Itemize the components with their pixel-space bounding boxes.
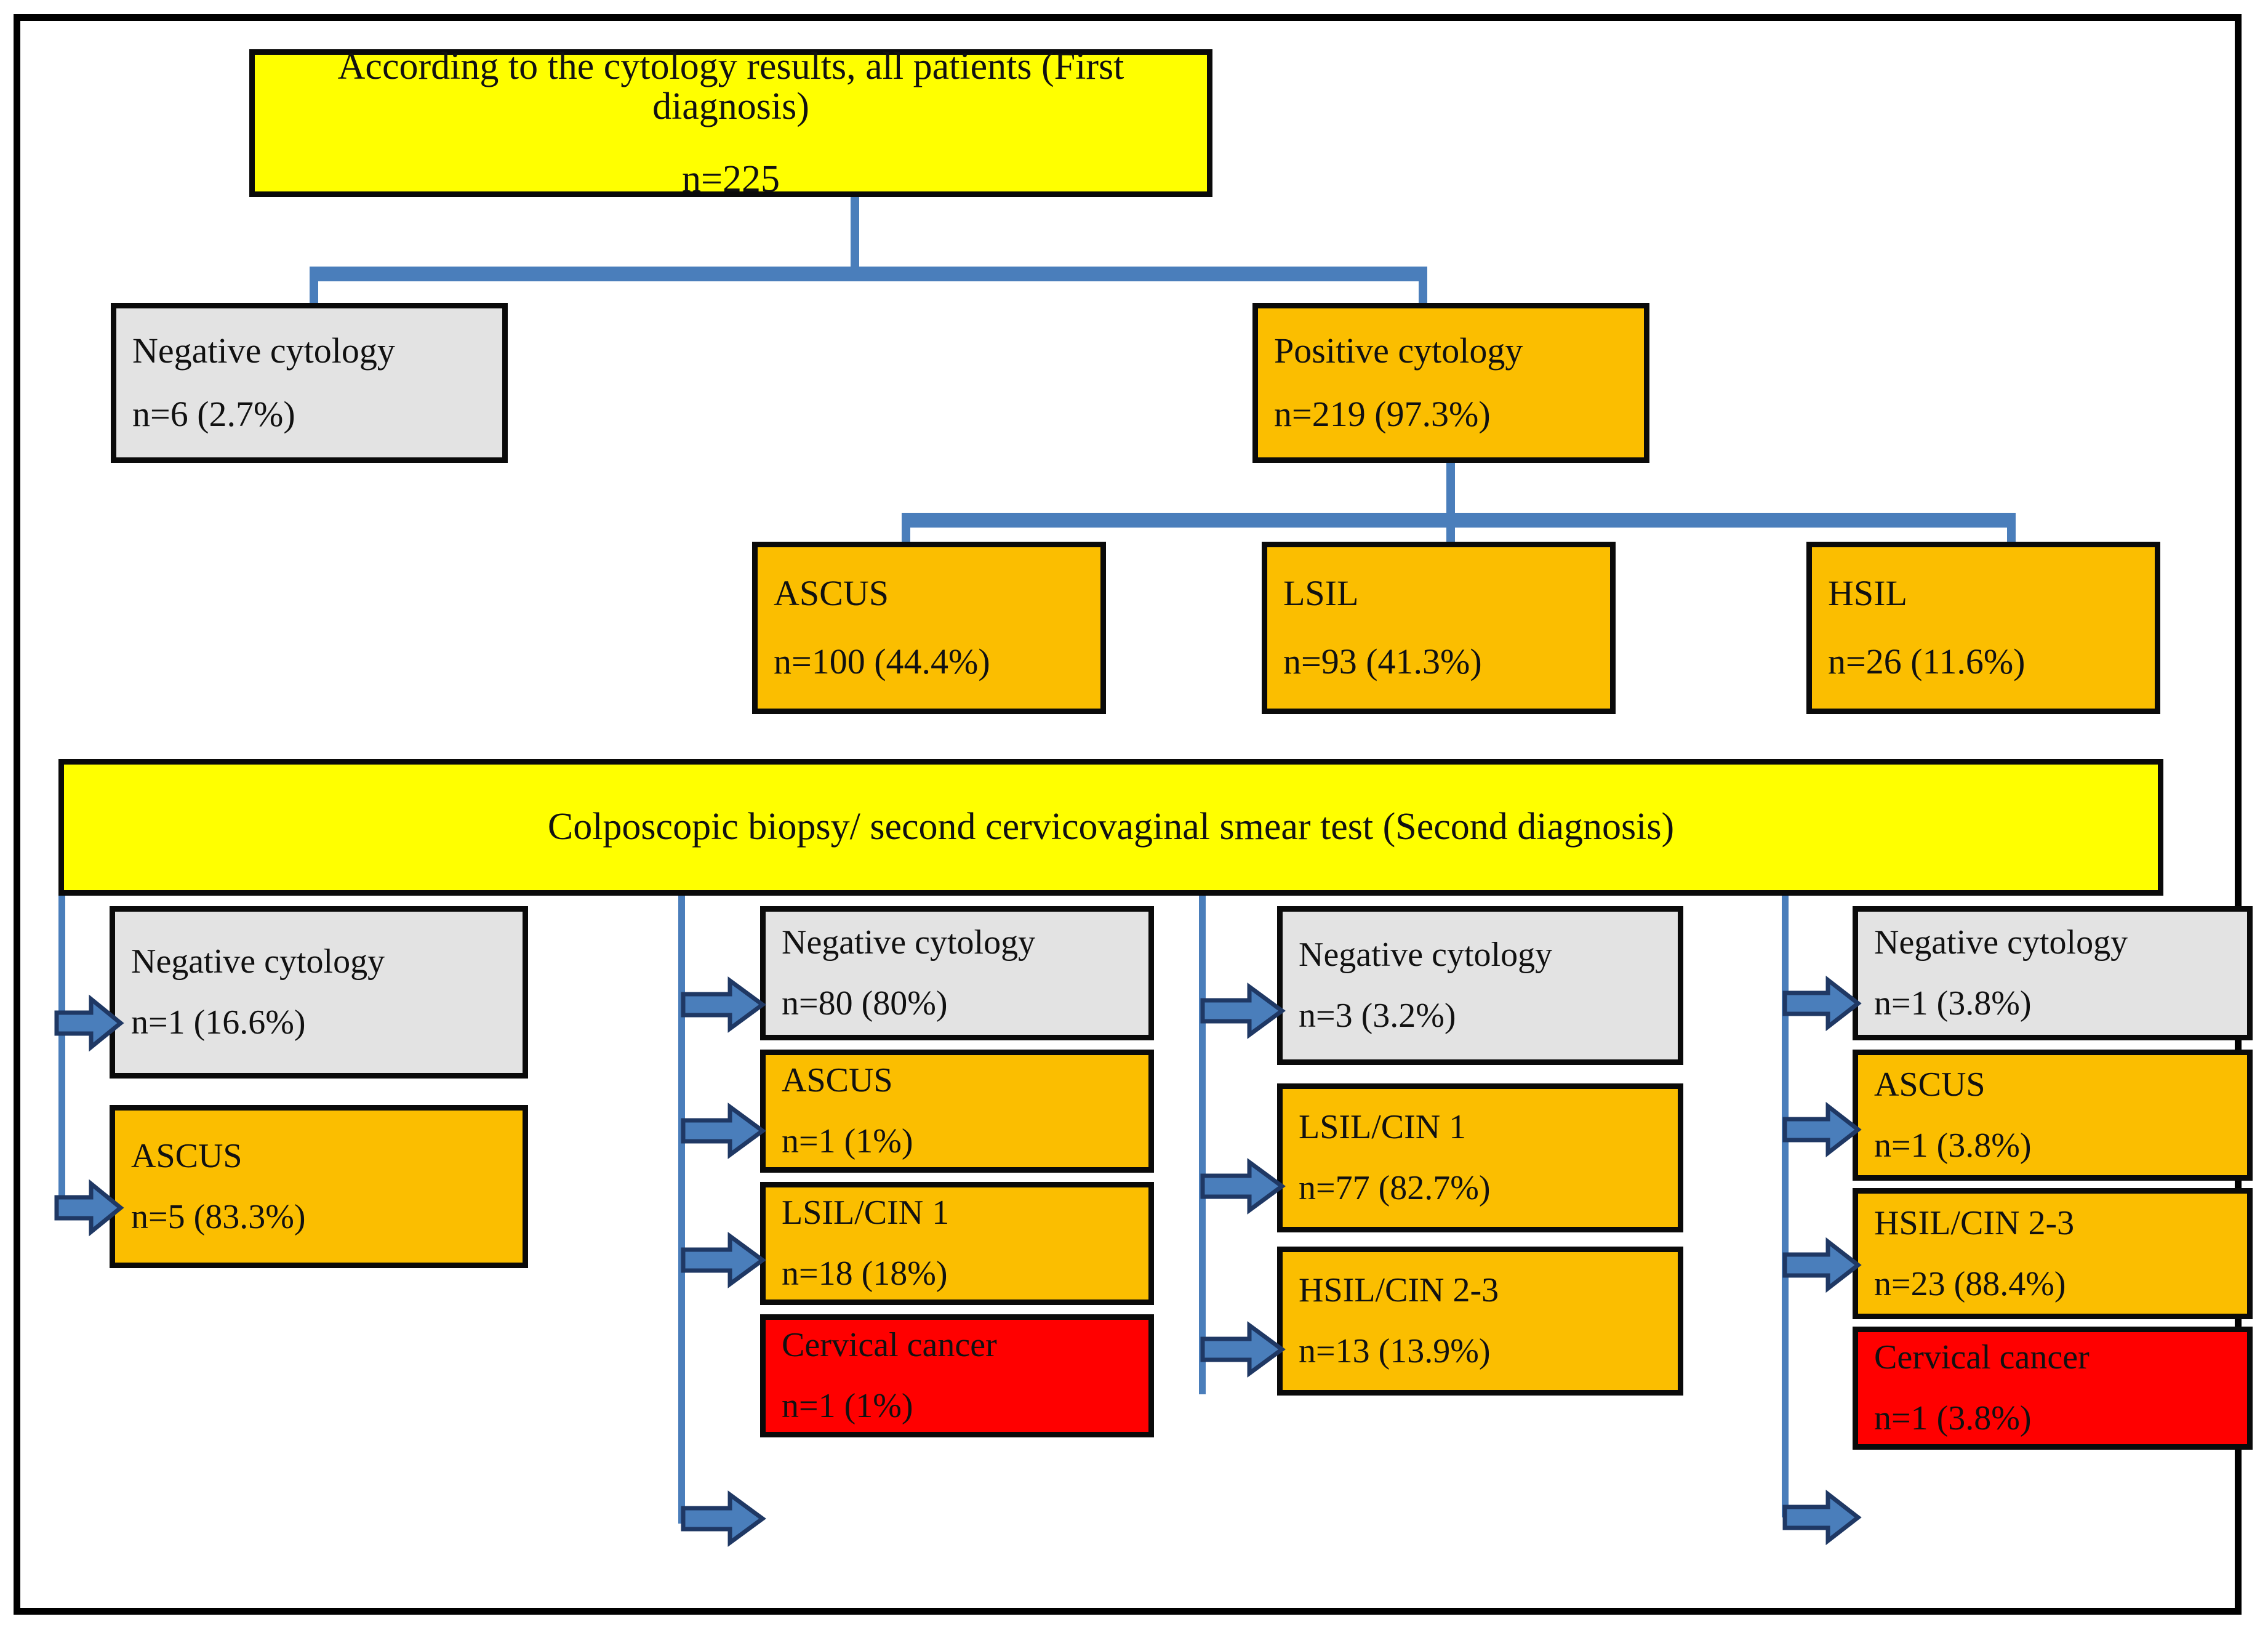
connector-drop-ascus [902, 513, 910, 551]
arrow-col2-ascus [681, 1103, 766, 1159]
node-second-diagnosis-banner-label: Colposcopic biopsy/ second cervicovagina… [547, 806, 1675, 848]
col2-node-lsil-cin1-count: n=18 (18%) [782, 1255, 948, 1293]
col3-node-hsil-cin23-label: HSIL/CIN 2-3 [1299, 1271, 1499, 1310]
col3-node-negative-cytology-label: Negative cytology [1299, 936, 1553, 974]
node-lsil-l3-label: LSIL [1283, 573, 1359, 614]
col3-node-lsil-cin1: LSIL/CIN 1 n=77 (82.7%) [1277, 1083, 1683, 1232]
col1-node-ascus-label: ASCUS [131, 1136, 242, 1175]
col4-node-ascus-label: ASCUS [1874, 1065, 1986, 1104]
node-all-patients-label: According to the cytology results, all p… [337, 46, 1124, 128]
node-hsil-l3-count: n=26 (11.6%) [1828, 641, 2026, 681]
node-all-patients: According to the cytology results, all p… [249, 46, 1212, 200]
node-positive-cytology-l2-count: n=219 (97.3%) [1274, 394, 1491, 434]
connector-col3-spine [1199, 896, 1206, 1394]
col4-node-negative-cytology-count: n=1 (3.8%) [1874, 984, 2032, 1022]
arrow-col4-hsil-cin23 [1782, 1237, 1862, 1293]
col3-node-lsil-cin1-count: n=77 (82.7%) [1299, 1169, 1491, 1207]
col4-node-hsil-cin23-count: n=23 (88.4%) [1874, 1264, 2066, 1303]
col1-node-negative-cytology-count: n=1 (16.6%) [131, 1003, 306, 1042]
arrow-col2-cervical-cancer [681, 1490, 766, 1547]
col2-node-cervical-cancer: Cervical cancer n=1 (1%) [760, 1314, 1154, 1437]
connector-bus-2 [902, 513, 2016, 528]
col4-node-negative-cytology-label: Negative cytology [1874, 923, 2128, 962]
node-hsil-l3-label: HSIL [1828, 573, 1907, 614]
col4-node-cervical-cancer-count: n=1 (3.8%) [1874, 1399, 2032, 1437]
col4-node-hsil-cin23: HSIL/CIN 2-3 n=23 (88.4%) [1853, 1188, 2253, 1319]
col4-node-ascus: ASCUS n=1 (3.8%) [1853, 1050, 2253, 1181]
col4-node-negative-cytology: Negative cytology n=1 (3.8%) [1853, 906, 2253, 1040]
col2-node-ascus-count: n=1 (1%) [782, 1122, 913, 1160]
col4-node-cervical-cancer: Cervical cancer n=1 (3.8%) [1853, 1327, 2253, 1450]
col3-node-hsil-cin23-count: n=13 (13.9%) [1299, 1332, 1491, 1370]
col4-node-hsil-cin23-label: HSIL/CIN 2-3 [1874, 1203, 2075, 1242]
node-all-patients-count: n=225 [682, 158, 780, 200]
node-lsil-l3: LSIL n=93 (41.3%) [1262, 542, 1616, 714]
arrow-col3-hsil-cin23 [1200, 1321, 1286, 1378]
col2-node-ascus: ASCUS n=1 (1%) [760, 1050, 1154, 1173]
col3-node-negative-cytology-count: n=3 (3.2%) [1299, 997, 1456, 1035]
col1-node-ascus: ASCUS n=5 (83.3%) [110, 1105, 528, 1268]
col4-node-ascus-count: n=1 (3.8%) [1874, 1126, 2032, 1165]
col4-node-cervical-cancer-label: Cervical cancer [1874, 1338, 2090, 1377]
connector-drop-positive [1419, 267, 1427, 307]
node-lsil-l3-count: n=93 (41.3%) [1283, 641, 1482, 681]
connector-bus-1 [310, 267, 1427, 281]
col1-node-negative-cytology: Negative cytology n=1 (16.6%) [110, 906, 528, 1079]
node-positive-cytology-l2-label: Positive cytology [1274, 331, 1523, 371]
arrow-col3-negative-cytology [1200, 982, 1286, 1039]
connector-col4-spine [1782, 896, 1789, 1517]
col2-node-lsil-cin1: LSIL/CIN 1 n=18 (18%) [760, 1182, 1154, 1305]
node-ascus-l3-label: ASCUS [774, 573, 889, 614]
arrow-col1-ascus [54, 1179, 124, 1237]
node-second-diagnosis-banner: Colposcopic biopsy/ second cervicovagina… [58, 759, 2163, 896]
col2-node-negative-cytology: Negative cytology n=80 (80%) [760, 906, 1154, 1040]
arrow-col2-negative-cytology [681, 976, 766, 1033]
col2-node-lsil-cin1-label: LSIL/CIN 1 [782, 1194, 950, 1232]
node-negative-cytology-l2-label: Negative cytology [132, 331, 395, 371]
node-negative-cytology-l2: Negative cytology n=6 (2.7%) [111, 303, 508, 463]
arrow-col4-cervical-cancer [1782, 1489, 1862, 1546]
node-ascus-l3-count: n=100 (44.4%) [774, 641, 990, 681]
col2-node-negative-cytology-label: Negative cytology [782, 923, 1036, 962]
connector-drop-negative [310, 267, 318, 307]
col2-node-negative-cytology-count: n=80 (80%) [782, 984, 948, 1022]
node-hsil-l3: HSIL n=26 (11.6%) [1806, 542, 2160, 714]
col3-node-hsil-cin23: HSIL/CIN 2-3 n=13 (13.9%) [1277, 1247, 1683, 1396]
arrow-col1-negative-cytology [54, 994, 124, 1052]
connector-col2-spine [678, 896, 685, 1524]
col2-node-cervical-cancer-label: Cervical cancer [782, 1326, 997, 1365]
node-positive-cytology-l2: Positive cytology n=219 (97.3%) [1252, 303, 1649, 463]
col3-node-negative-cytology: Negative cytology n=3 (3.2%) [1277, 906, 1683, 1065]
connector-col1-spine [58, 896, 65, 1197]
arrow-col4-ascus [1782, 1101, 1862, 1158]
col2-node-ascus-label: ASCUS [782, 1061, 893, 1100]
col1-node-negative-cytology-label: Negative cytology [131, 942, 385, 981]
connector-trunk-1 [851, 197, 859, 270]
arrow-col4-negative-cytology [1782, 975, 1862, 1032]
node-ascus-l3: ASCUS n=100 (44.4%) [752, 542, 1106, 714]
arrow-col2-lsil-cin1 [681, 1232, 766, 1288]
arrow-col3-lsil-cin1 [1200, 1158, 1286, 1215]
connector-drop-hsil [2007, 513, 2016, 551]
col3-node-lsil-cin1-label: LSIL/CIN 1 [1299, 1108, 1467, 1147]
connector-drop-lsil [1446, 513, 1455, 551]
node-negative-cytology-l2-count: n=6 (2.7%) [132, 394, 295, 434]
col2-node-cervical-cancer-count: n=1 (1%) [782, 1387, 913, 1425]
col1-node-ascus-count: n=5 (83.3%) [131, 1197, 306, 1236]
